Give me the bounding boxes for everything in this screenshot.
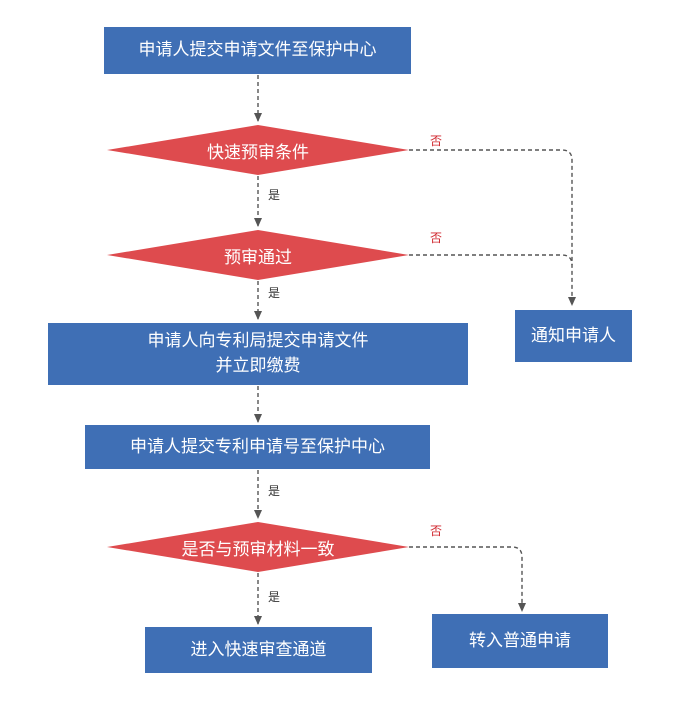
edge-label-fast-no: 否	[430, 134, 443, 148]
node-submit-office-line2: 并立即缴费	[215, 356, 301, 376]
edge-label-pass-no: 否	[430, 231, 443, 245]
edge-label-fast-yes: 是	[268, 188, 281, 202]
node-submit-office-line1: 申请人向专利局提交申请文件	[147, 331, 369, 352]
node-submit-center: 申请人提交申请文件至保护中心	[104, 27, 411, 74]
node-normal: 转入普通申请	[432, 614, 608, 668]
edge-label-pass-yes: 是	[268, 286, 281, 300]
label-fast-condition: 快速预审条件	[207, 142, 309, 163]
diamond-fast-condition	[107, 125, 409, 175]
diamond-consistent	[107, 522, 409, 572]
edge-label-consistent-no: 否	[430, 524, 443, 538]
node-submit-number: 申请人提交专利申请号至保护中心	[85, 425, 430, 469]
edge-fast-no	[409, 149, 576, 306]
label-pre-pass: 预审通过	[224, 247, 292, 268]
edge-pass-no	[409, 254, 573, 266]
diamond-pre-pass	[107, 230, 409, 280]
label-consistent: 是否与预审材料一致	[181, 539, 335, 560]
edge-consistent-no	[409, 546, 526, 612]
node-submit-office: 申请人向专利局提交申请文件 并立即缴费	[48, 323, 468, 385]
edge-label-number-yes: 是	[268, 484, 281, 498]
edge-label-consistent-yes: 是	[268, 590, 281, 604]
node-notify: 通知申请人	[515, 310, 632, 362]
node-fast-channel: 进入快速审查通道	[145, 627, 372, 673]
